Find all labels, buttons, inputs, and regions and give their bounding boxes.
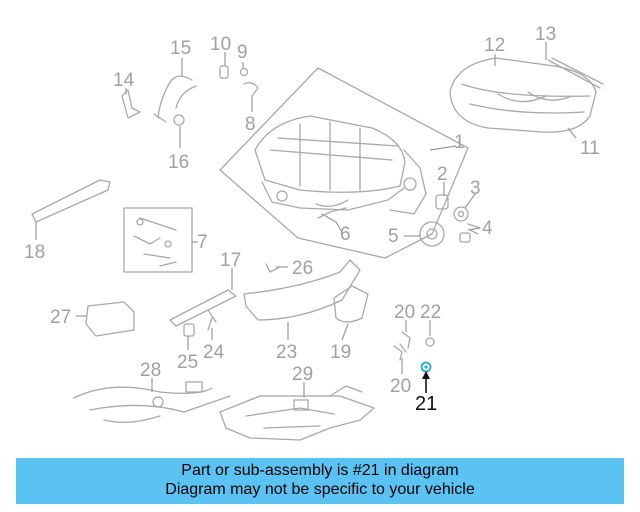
seat-frame-assembly	[219, 67, 469, 259]
callout-28: 28	[140, 360, 161, 381]
sensor-mat-29	[219, 385, 375, 441]
wiring-harness-28	[73, 381, 231, 423]
callout-12: 12	[484, 35, 505, 56]
callout-26: 26	[292, 258, 313, 279]
caption-line-1: Part or sub-assembly is #21 in diagram	[181, 462, 459, 479]
callout-17: 17	[220, 250, 241, 271]
callout-20b: 20	[390, 376, 411, 397]
callout-4: 4	[482, 218, 493, 239]
seat-rails	[169, 259, 369, 327]
callout-24: 24	[203, 342, 225, 363]
seat-cushion	[449, 57, 604, 133]
callout-5: 5	[388, 226, 399, 247]
callout-22: 22	[420, 302, 441, 323]
part-21	[420, 361, 432, 373]
callout-3: 3	[470, 178, 481, 199]
callout-14: 14	[113, 70, 135, 91]
caption-banner: Part or sub-assembly is #21 in diagram D…	[16, 458, 624, 504]
callout-19: 19	[330, 342, 351, 363]
clips	[183, 309, 217, 337]
callout-29: 29	[292, 364, 313, 385]
callout-11: 11	[580, 138, 600, 159]
callout-1: 1	[454, 132, 465, 153]
parts-diagram: 1 2 3 4 5 6 7 8 9 10 11 12 13 14 15 16 1…	[24, 24, 604, 441]
caption-line-2: Diagram may not be specific to your vehi…	[165, 481, 475, 498]
callout-21: 21	[415, 393, 437, 415]
leader-lines	[35, 42, 577, 398]
callout-2: 2	[437, 164, 448, 185]
small-fasteners	[219, 65, 259, 97]
callout-10: 10	[210, 34, 231, 55]
callout-23: 23	[276, 342, 297, 363]
callout-8: 8	[245, 114, 256, 135]
callout-13: 13	[535, 24, 556, 45]
bolts	[393, 331, 435, 361]
callout-25: 25	[177, 352, 198, 373]
lever-part	[317, 207, 347, 223]
cable-assembly	[121, 75, 197, 126]
callout-9: 9	[237, 42, 248, 63]
callout-27: 27	[50, 307, 71, 328]
callout-20a: 20	[394, 302, 415, 323]
callout-7: 7	[197, 232, 208, 253]
armrest	[85, 301, 135, 337]
callout-18: 18	[24, 242, 45, 263]
callout-16: 16	[168, 152, 189, 173]
side-trim	[31, 179, 111, 223]
callout-6: 6	[340, 224, 351, 245]
callout-15: 15	[170, 38, 191, 59]
callout-labels: 1 2 3 4 5 6 7 8 9 10 11 12 13 14 15 16 1…	[24, 24, 600, 415]
recliner-hardware	[419, 194, 481, 247]
bolt-kit-box	[123, 207, 193, 273]
